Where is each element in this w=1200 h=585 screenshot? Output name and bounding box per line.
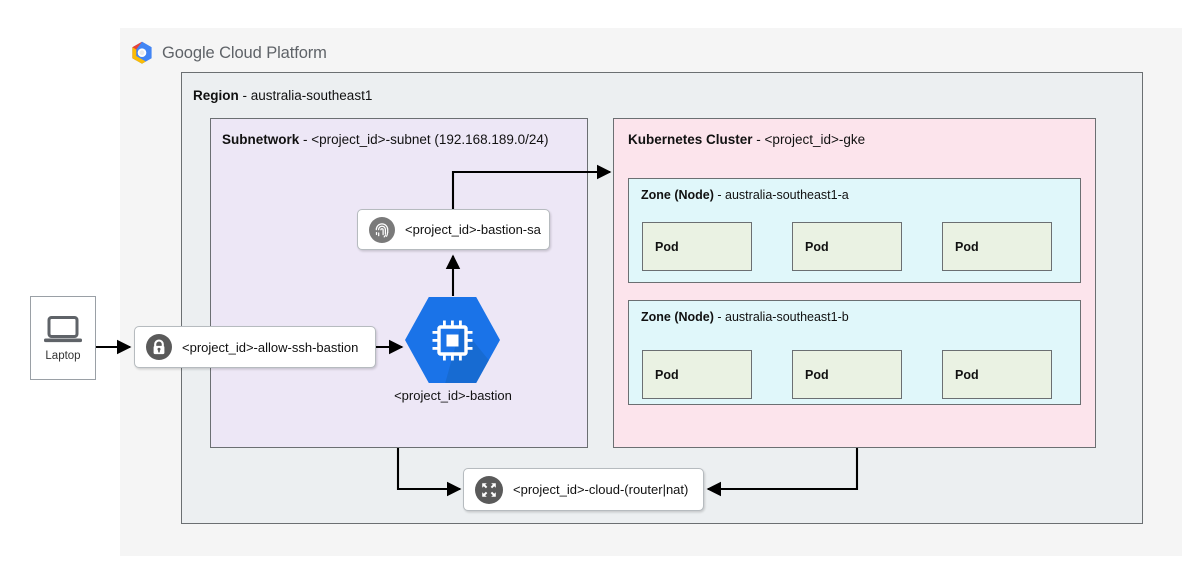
subnetwork-title: Subnetwork - <project_id>-subnet (192.16… — [222, 132, 548, 147]
subnetwork-separator: - — [299, 132, 312, 147]
subnetwork-label: Subnetwork — [222, 132, 300, 147]
fingerprint-icon — [369, 216, 395, 243]
region-value: australia-southeast1 — [250, 88, 373, 103]
zone-b-value: australia-southeast1-b — [725, 310, 849, 324]
kubernetes-cluster-title: Kubernetes Cluster - <project_id>-gke — [628, 132, 865, 147]
service-account-label: <project_id>-bastion-sa — [405, 222, 541, 237]
laptop-icon — [42, 315, 84, 345]
laptop-node[interactable]: Laptop — [30, 296, 96, 380]
brand-wordmark: Google Cloud Platform — [162, 44, 327, 63]
region-separator: - — [238, 88, 251, 103]
brand-name-rest: Cloud Platform — [219, 43, 327, 62]
firewall-rule-label: <project_id>-allow-ssh-bastion — [182, 339, 359, 355]
google-cloud-hexagon-icon — [131, 41, 153, 65]
laptop-label: Laptop — [45, 349, 81, 362]
region-title: Region - australia-southeast1 — [193, 88, 372, 103]
cloud-router-nat-label: <project_id>-cloud-(router|nat) — [513, 482, 689, 497]
zone-node-b-title: Zone (Node) - australia-southeast1-b — [641, 310, 849, 324]
pod-b-1[interactable]: Pod — [642, 350, 752, 399]
pod-b-2[interactable]: Pod — [792, 350, 902, 399]
brand-name-google: Google — [162, 43, 215, 62]
nat-expand-arrows-icon — [475, 475, 503, 504]
subnetwork-value: <project_id>-subnet (192.168.189.0/24) — [311, 132, 549, 147]
bastion-vm-label: <project_id>-bastion — [394, 388, 512, 403]
zone-b-separator: - — [713, 310, 726, 324]
pod-a-2[interactable]: Pod — [792, 222, 902, 271]
zone-b-label: Zone (Node) — [641, 310, 714, 324]
pod-b-3[interactable]: Pod — [942, 350, 1052, 399]
service-account-node[interactable]: <project_id>-bastion-sa — [357, 209, 550, 250]
cluster-value: <project_id>-gke — [764, 132, 866, 147]
cluster-label: Kubernetes Cluster — [628, 132, 753, 147]
region-label: Region — [193, 88, 239, 103]
pod-label: Pod — [805, 367, 829, 382]
firewall-rule-node[interactable]: <project_id>-allow-ssh-bastion — [134, 326, 376, 368]
cluster-separator: - — [752, 132, 765, 147]
pod-label: Pod — [955, 367, 979, 382]
padlock-icon — [146, 334, 172, 360]
pod-label: Pod — [655, 239, 679, 254]
pod-label: Pod — [655, 367, 679, 382]
pod-label: Pod — [955, 239, 979, 254]
zone-a-value: australia-southeast1-a — [725, 188, 849, 202]
zone-node-a-title: Zone (Node) - australia-southeast1-a — [641, 188, 849, 202]
cloud-router-nat-node[interactable]: <project_id>-cloud-(router|nat) — [463, 468, 704, 511]
pod-label: Pod — [805, 239, 829, 254]
zone-a-separator: - — [713, 188, 726, 202]
pod-a-3[interactable]: Pod — [942, 222, 1052, 271]
zone-a-label: Zone (Node) — [641, 188, 714, 202]
brand-header: Google Cloud Platform — [131, 40, 431, 66]
pod-a-1[interactable]: Pod — [642, 222, 752, 271]
bastion-vm-node[interactable] — [405, 296, 500, 384]
